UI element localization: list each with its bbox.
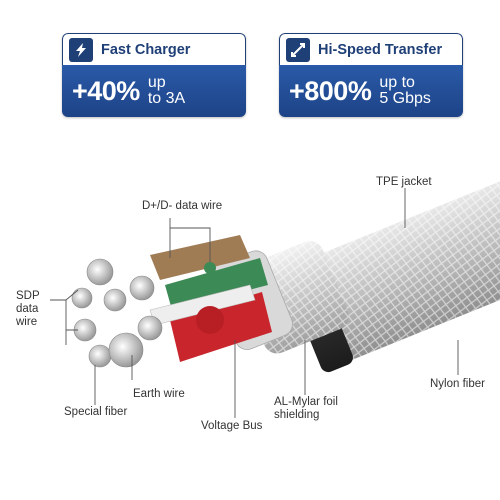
label-earth-wire: Earth wire xyxy=(133,388,185,400)
data-wire-tan xyxy=(150,235,250,280)
label-mylar-line2: shielding xyxy=(274,409,320,421)
fast-charger-detail: up to 3A xyxy=(148,75,185,107)
nylon-braid xyxy=(287,178,500,366)
leader-lines xyxy=(50,188,459,418)
label-tpe-jacket: TPE jacket xyxy=(376,176,432,188)
fast-charger-badge: Fast Charger +40% up to 3A xyxy=(62,33,246,117)
fast-charger-detail-line1: up xyxy=(147,74,166,91)
fast-charger-header: Fast Charger xyxy=(62,33,246,65)
label-sdp-data-wire: SDP data wire xyxy=(16,290,40,329)
label-sdp-line1: SDP xyxy=(16,290,40,302)
hi-speed-value: +800% xyxy=(289,75,372,106)
conductor-strands xyxy=(71,258,224,368)
hi-speed-header: Hi-Speed Transfer xyxy=(279,33,463,65)
fast-charger-detail-line2: to 3A xyxy=(147,90,186,107)
lightning-icon xyxy=(69,37,93,62)
fast-charger-stat: +40% up to 3A xyxy=(62,65,246,117)
hi-speed-detail-line2: 5 Gbps xyxy=(379,90,431,107)
hi-speed-title: Hi-Speed Transfer xyxy=(318,41,443,58)
hi-speed-detail: up to 5 Gbps xyxy=(379,75,431,107)
label-voltage-bus: Voltage Bus xyxy=(201,420,263,432)
data-wire-green xyxy=(165,258,268,310)
label-special-fiber: Special fiber xyxy=(64,406,128,418)
fast-charger-title: Fast Charger xyxy=(101,41,191,58)
fast-charger-value: +40% xyxy=(72,75,140,106)
label-mylar-foil: AL-Mylar foil shielding xyxy=(274,396,338,422)
label-sdp-line2: data xyxy=(16,303,39,315)
hi-speed-stat: +800% up to 5 Gbps xyxy=(279,65,463,117)
hi-speed-detail-line1: up to xyxy=(379,74,415,91)
hi-speed-transfer-badge: Hi-Speed Transfer +800% up to 5 Gbps xyxy=(279,33,463,117)
label-mylar-line1: AL-Mylar foil xyxy=(274,396,338,408)
label-sdp-line3: wire xyxy=(16,316,38,328)
label-nylon-fiber: Nylon fiber xyxy=(430,378,485,390)
label-data-wire: D+/D- data wire xyxy=(142,200,223,212)
lightning-icon xyxy=(286,37,310,62)
